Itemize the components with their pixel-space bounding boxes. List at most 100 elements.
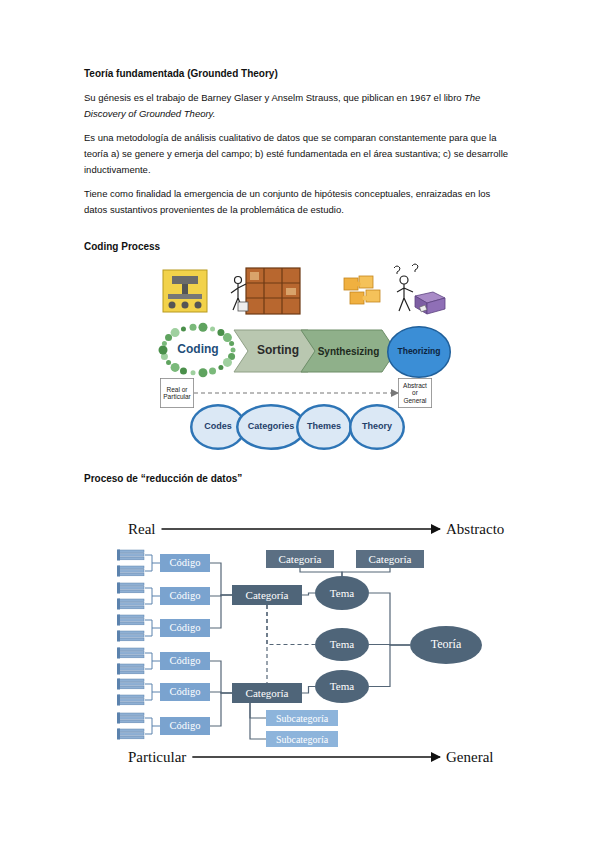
document-bar [118,702,144,705]
category-box: Categoría [232,683,302,703]
box-outline [398,378,431,407]
thinker-icon-part [400,276,408,284]
node-label: Coding [177,343,218,356]
ellipse-outline [350,405,404,449]
connector [302,687,315,694]
level-box: Abstract or General [398,378,432,408]
node-label: Código [170,686,201,698]
document-spine [117,550,120,561]
node-text-group: Código [170,622,201,634]
subcategory-box: Subcategoría [266,731,338,747]
node-text-group: Categoría [246,589,289,601]
code-box: Código [160,554,210,572]
coding-dot [190,324,197,331]
coding-dot [231,348,236,353]
machine-icon [163,270,207,312]
stage-circle: Categories [236,404,306,450]
document-spine [117,583,120,594]
box-outline [160,378,193,407]
thinker-icon-part [419,305,426,312]
code-box: Código [160,587,210,605]
document-leader [145,653,160,669]
code-box: Código [160,717,210,735]
box-outline [266,710,338,726]
box-outline [160,619,210,637]
machine-icon-part [172,276,198,284]
connector [267,605,315,645]
node-label: Synthesizing [318,346,380,357]
node-text-group: Sorting [257,344,299,357]
section-heading: Coding Process [84,238,160,256]
connector [266,605,267,683]
paragraph: Es una metodología de análisis cualitati… [84,130,516,178]
coding-dot [218,365,223,370]
connector [369,645,410,687]
bookshelf-icon-part [235,277,242,284]
document-leader [145,588,160,604]
document-spine [117,566,120,577]
document-leader [145,620,160,636]
connector [342,568,390,576]
document-bar [118,557,144,560]
document-bar [118,619,144,622]
code-box: Código [160,683,210,701]
node-label: Tema [330,680,354,692]
box-outline [356,550,424,568]
ellipse-outline [297,405,351,449]
stage-circle: Theory [349,404,405,450]
ellipse-outline [388,327,451,378]
document-bar [118,720,144,723]
bookshelf-icon-part [246,268,300,314]
coding-dot [159,346,168,355]
synthesizing-step: Synthesizing [301,330,396,372]
node-label: Código [170,655,201,667]
machine-icon-part [169,302,176,309]
document-leader [145,684,160,700]
theory-ellipse: Teoría [410,626,482,664]
node-text-group: Theorizing [398,347,441,356]
coding-dot [217,329,224,336]
coding-dot [191,370,196,375]
document-bar [118,655,144,658]
thinker-icon-part [394,266,400,274]
machine-icon-part [195,302,202,309]
axis-label: Abstracto [446,520,504,538]
node-label: Teoría [431,638,461,651]
node-text-group: Categoría [246,687,289,699]
node-text-group: Abstract or General [401,382,429,403]
page-title: Teoría fundamentada (Grounded Theory) [84,66,516,82]
document-bar [118,603,144,606]
machine-icon-part [168,294,202,299]
document-bar [118,671,144,674]
document-bar [118,570,144,573]
document-spine [117,695,120,706]
document-spine [117,599,120,610]
connector [250,703,266,739]
puzzle-icon-part [363,296,368,301]
puzzle-icon-part [366,290,380,302]
connector [194,392,398,393]
ellipse-outline [315,670,369,703]
thinker-icon-part [415,296,427,314]
machine-icon-part [163,270,207,312]
document-bar [118,729,144,732]
document-bar [118,615,144,618]
puzzle-icon-part [359,276,373,288]
thinker-icon-part [427,298,445,314]
ellipse-outline [237,405,305,449]
bookshelf-icon-part [286,288,296,295]
node-text-group: Código [170,686,201,698]
theme-ellipse: Tema [315,576,369,610]
coding-dot [180,367,187,374]
document-bar [118,736,144,739]
document-bar [118,635,144,638]
node-label: Tema [330,638,354,650]
box-outline [160,587,210,605]
connector [210,563,232,595]
machine-icon-part [182,284,188,294]
document-bar [118,606,144,609]
axis-label: Particular [128,748,186,766]
document-bar [118,686,144,689]
node-label: Themes [307,422,341,432]
coding-dot [181,327,186,332]
